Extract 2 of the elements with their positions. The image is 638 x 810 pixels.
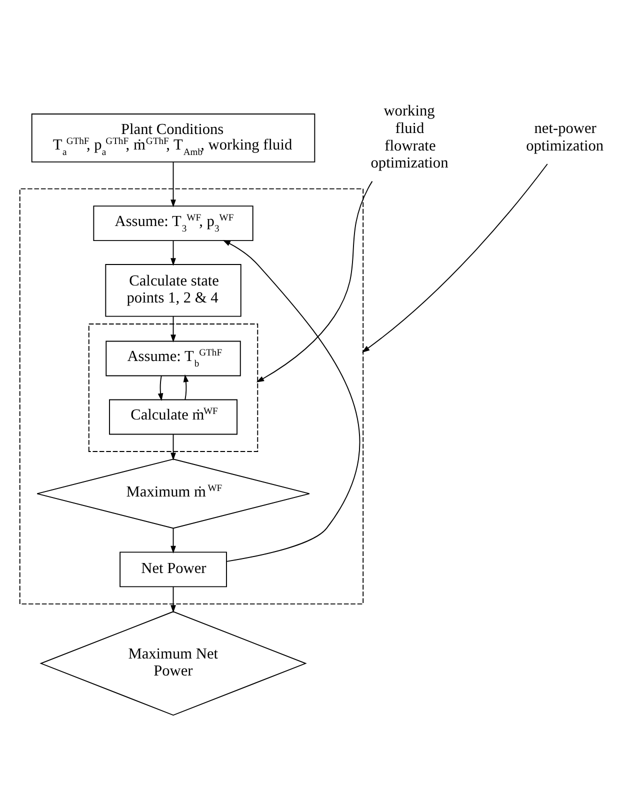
node-text: working fluid flowrate optimization <box>370 102 448 172</box>
node-text: net-power optimization <box>526 120 604 154</box>
